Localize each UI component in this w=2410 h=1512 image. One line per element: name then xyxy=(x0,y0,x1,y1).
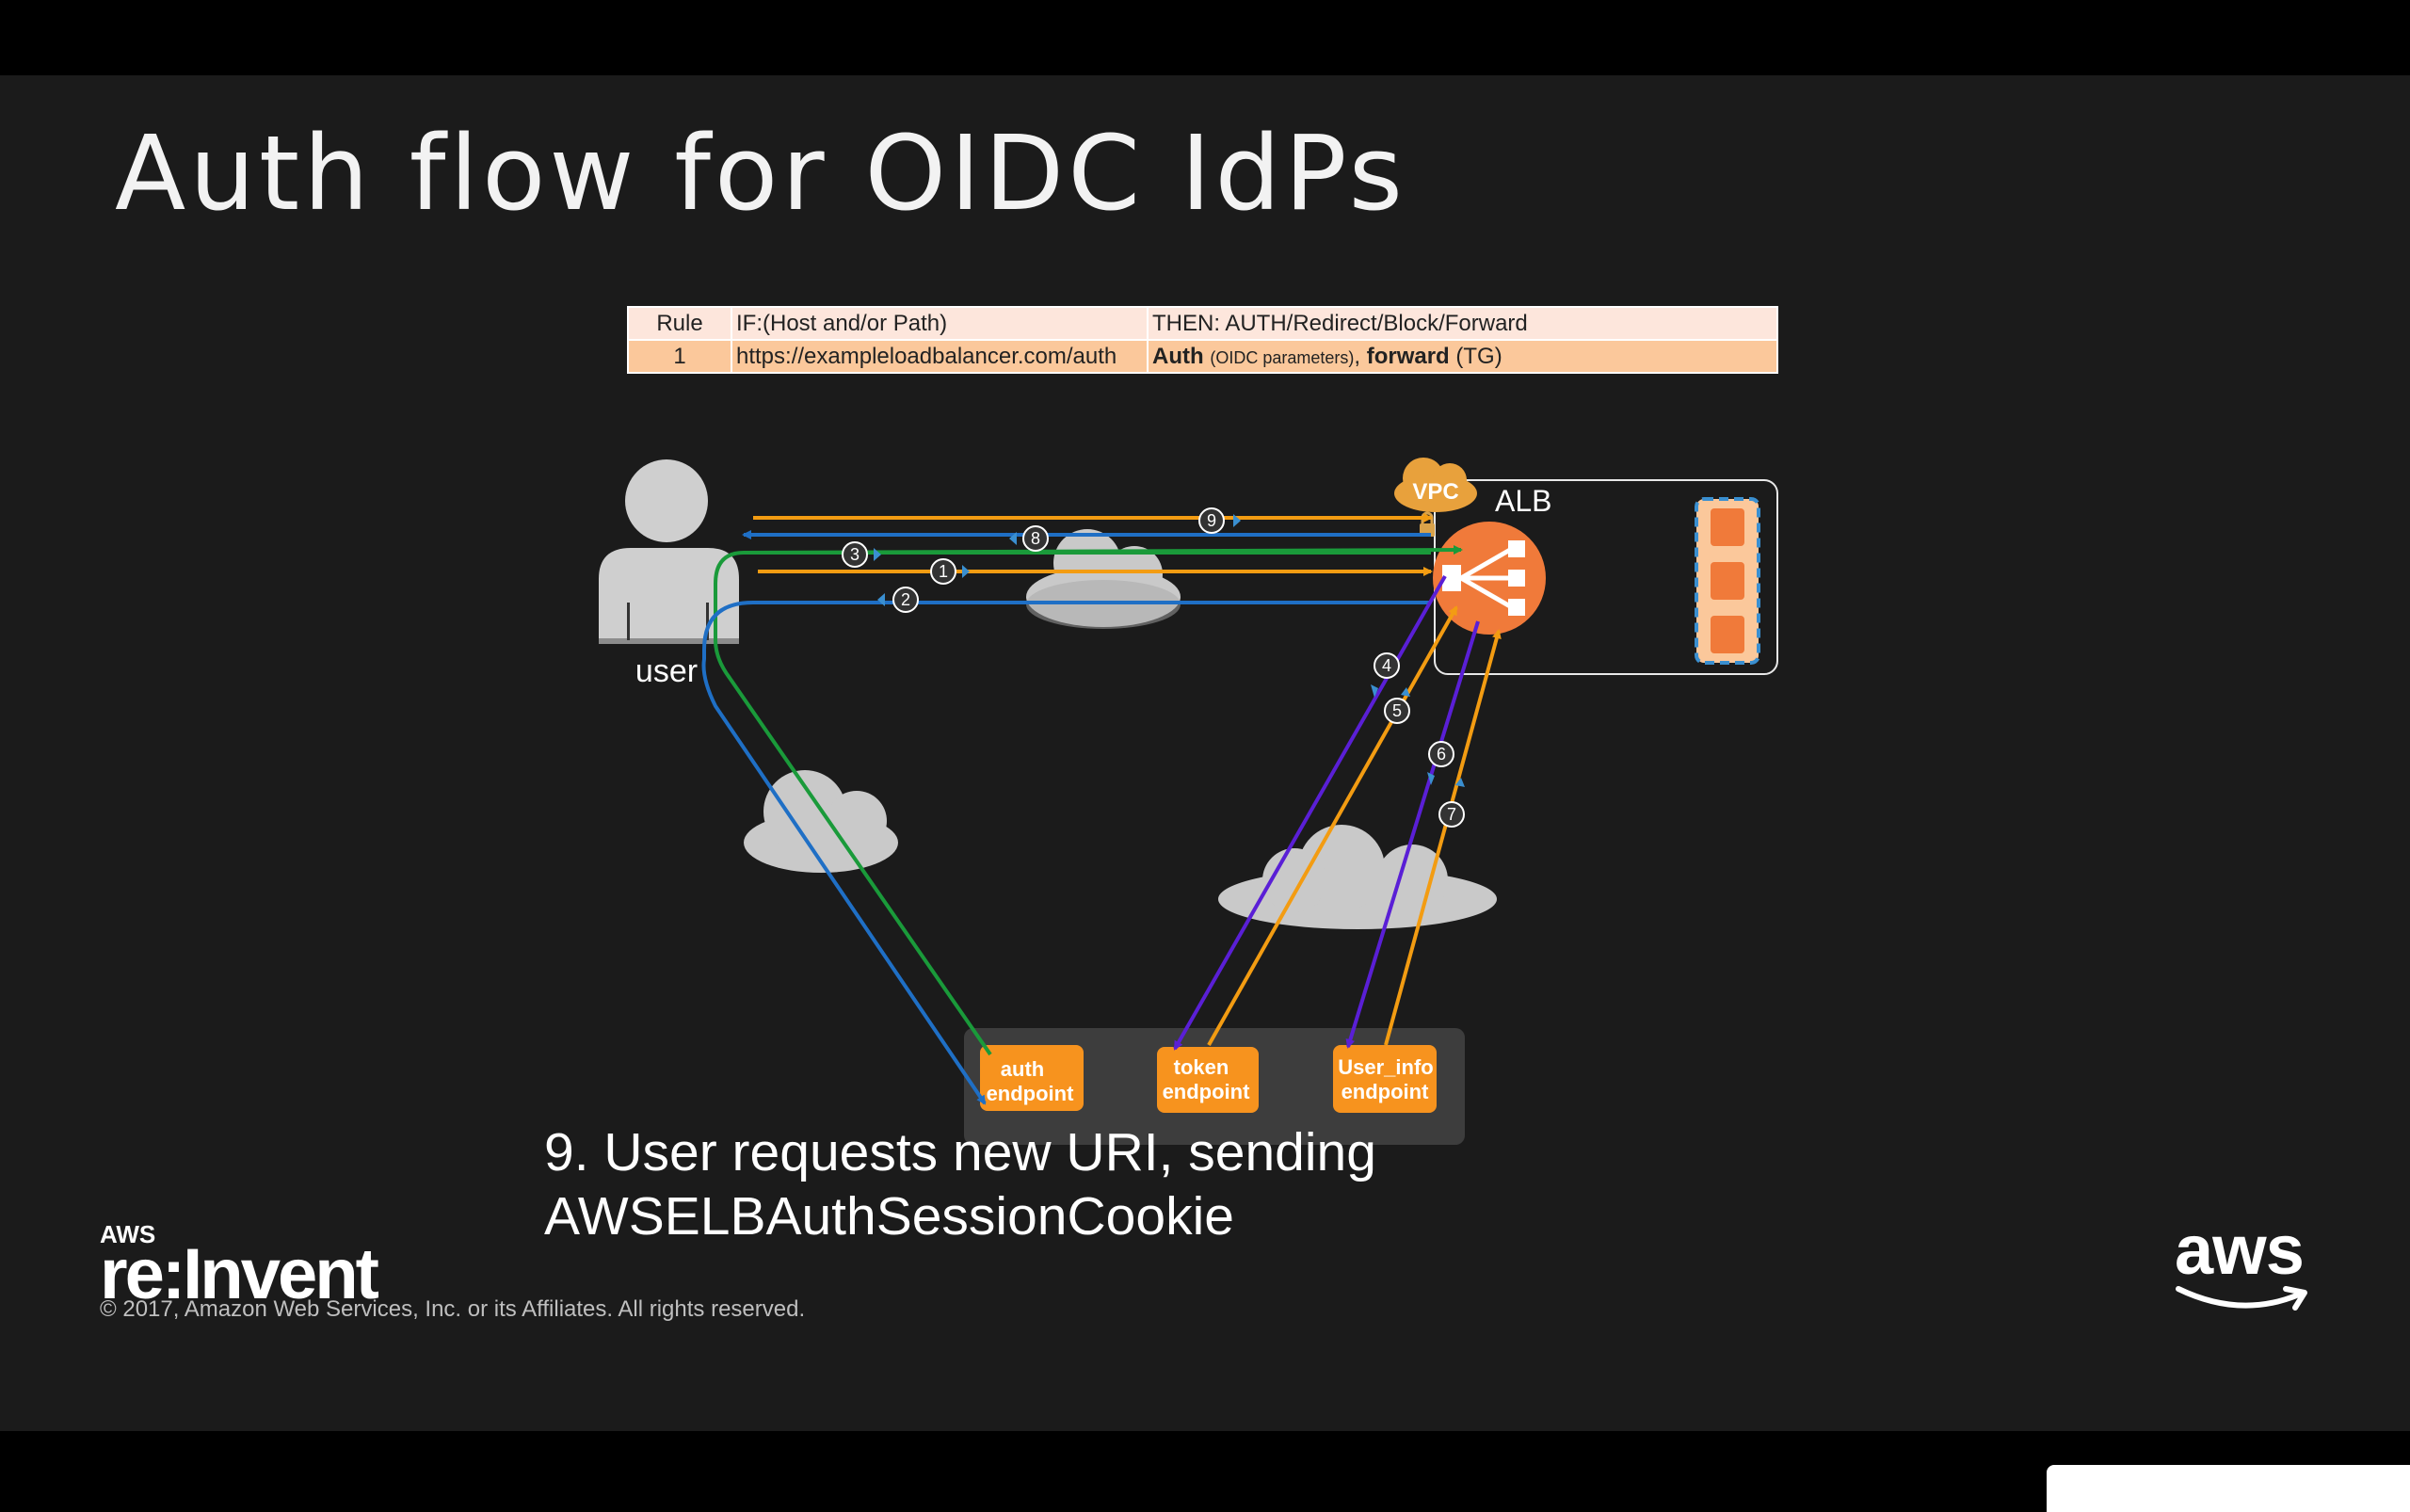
cell-action: Auth (OIDC parameters), forward (TG) xyxy=(1147,339,1778,374)
step-badge-7: 7 xyxy=(1438,801,1465,828)
action-sep: , xyxy=(1354,343,1361,369)
userinfo-endpoint-line2: endpoint xyxy=(1342,1080,1430,1103)
step-badge-1: 1 xyxy=(930,558,956,585)
aws-logo: aws xyxy=(2175,1211,2316,1320)
target-group-icon xyxy=(1695,497,1760,665)
token-endpoint-line2: endpoint xyxy=(1163,1080,1251,1103)
step-badge-6: 6 xyxy=(1428,741,1454,767)
arrow-step3 xyxy=(714,551,1431,1056)
svg-text:7: 7 xyxy=(1447,805,1456,824)
listener-rule-table: Rule IF:(Host and/or Path) THEN: AUTH/Re… xyxy=(627,306,1778,374)
svg-text:1: 1 xyxy=(939,562,948,581)
svg-text:6: 6 xyxy=(1437,745,1446,764)
cell-condition: https://exampleloadbalancer.com/auth xyxy=(731,339,1149,374)
token-endpoint-line1: token xyxy=(1174,1055,1229,1079)
step-badge-9: 9 xyxy=(1198,507,1225,534)
step-badge-4: 4 xyxy=(1374,652,1400,679)
svg-text:5: 5 xyxy=(1392,701,1402,720)
arrow-step7 xyxy=(1384,629,1502,1046)
page-title: Auth flow for OIDC IdPs xyxy=(115,113,1406,233)
table-header-row: Rule IF:(Host and/or Path) THEN: AUTH/Re… xyxy=(627,306,1778,341)
arrow-step2 xyxy=(701,601,1431,1105)
aws-smile-icon xyxy=(2176,1286,2307,1311)
auth-endpoint xyxy=(980,1045,1084,1111)
action-auth: Auth xyxy=(1152,343,1204,369)
vpc-label: VPC xyxy=(1412,479,1458,505)
svg-text:8: 8 xyxy=(1031,529,1040,548)
userinfo-endpoint xyxy=(1333,1045,1437,1113)
arrow-step6 xyxy=(1345,620,1480,1049)
header-action: THEN: AUTH/Redirect/Block/Forward xyxy=(1147,306,1778,341)
chevron-markers xyxy=(874,514,1465,787)
cell-rule: 1 xyxy=(627,339,732,374)
step-badge-3: 3 xyxy=(842,541,868,568)
vpc-cloud-icon xyxy=(1394,458,1477,537)
corner-overlay xyxy=(2047,1465,2410,1512)
internet-cloud-right xyxy=(1218,825,1497,929)
logo-aws-small: AWS xyxy=(100,1220,156,1248)
internet-cloud-left xyxy=(744,770,898,873)
step-badge-5: 5 xyxy=(1384,698,1410,724)
user-label: user xyxy=(635,653,698,689)
header-rule: Rule xyxy=(627,306,732,341)
step-badge-2: 2 xyxy=(892,587,919,613)
user-icon xyxy=(599,459,739,644)
action-params: (OIDC parameters) xyxy=(1210,347,1355,367)
action-forward: forward xyxy=(1366,343,1450,369)
slide: Auth flow for OIDC IdPs xyxy=(0,75,2410,1431)
svg-text:4: 4 xyxy=(1382,656,1391,675)
aws-logo-text: aws xyxy=(2175,1211,2305,1289)
svg-text:3: 3 xyxy=(850,545,860,564)
header-condition: IF:(Host and/or Path) xyxy=(731,306,1149,341)
action-tg: (TG) xyxy=(1455,343,1502,369)
slide-caption: 9. User requests new URI, sending AWSELB… xyxy=(544,1120,1376,1248)
auth-endpoint-line2: endpoint xyxy=(987,1082,1075,1105)
caption-line2: AWSELBAuthSessionCookie xyxy=(544,1186,1234,1247)
caption-line1: 9. User requests new URI, sending xyxy=(544,1122,1376,1182)
arrow-step5 xyxy=(1207,605,1458,1046)
auth-endpoint-line1: auth xyxy=(1001,1057,1044,1081)
logo-reinvent: re:Invent xyxy=(100,1234,379,1314)
copyright-text: © 2017, Amazon Web Services, Inc. or its… xyxy=(100,1296,806,1322)
table-row: 1 https://exampleloadbalancer.com/auth A… xyxy=(627,339,1778,374)
token-endpoint xyxy=(1157,1047,1259,1113)
svg-text:2: 2 xyxy=(901,590,910,609)
arrow-step4 xyxy=(1173,575,1447,1051)
userinfo-endpoint-line1: User_info xyxy=(1338,1055,1433,1079)
reinvent-logo: AWS re:Invent xyxy=(100,1220,379,1314)
svg-text:9: 9 xyxy=(1207,511,1216,530)
internet-cloud-top xyxy=(1026,529,1181,629)
alb-label: ALB xyxy=(1495,484,1551,518)
step-badge-8: 8 xyxy=(1022,525,1049,552)
